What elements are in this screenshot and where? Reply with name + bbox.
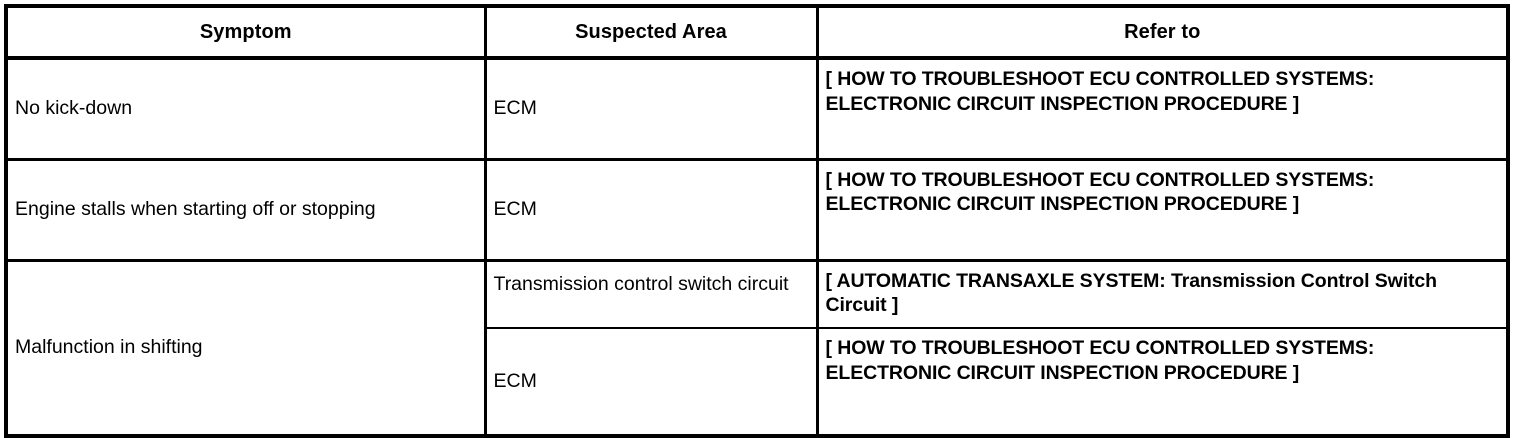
cell-suspected-area: ECM [483,157,817,260]
cell-suspected-area: ECM [483,56,817,159]
table-header: Symptom Suspected Area Refer to [6,6,1508,60]
column-header-refer-to: Refer to [815,6,1508,60]
table-row: Engine stalls when starting off or stopp… [6,157,1508,260]
cell-suspected-area: ECM [483,327,817,436]
table-row: ECM [ HOW TO TROUBLESHOOT ECU CONTROLLED… [6,327,1508,436]
cell-refer-to: [ HOW TO TROUBLESHOOT ECU CONTROLLED SYS… [815,56,1508,159]
table-body: No kick-down ECM [ HOW TO TROUBLESHOOT E… [6,56,1508,436]
cell-refer-to: [ AUTOMATIC TRANSAXLE SYSTEM: Transmissi… [815,258,1508,328]
header-row: Symptom Suspected Area Refer to [6,6,1508,60]
cell-suspected-area: Transmission control switch circuit [483,258,817,328]
column-header-symptom: Symptom [6,6,485,60]
cell-refer-to: [ HOW TO TROUBLESHOOT ECU CONTROLLED SYS… [815,327,1508,436]
table-row: No kick-down ECM [ HOW TO TROUBLESHOOT E… [6,56,1508,159]
cell-symptom: Malfunction in shifting [6,258,485,436]
column-header-suspected-area: Suspected Area [483,6,817,60]
cell-refer-to: [ HOW TO TROUBLESHOOT ECU CONTROLLED SYS… [815,157,1508,260]
symptom-troubleshooting-table: Symptom Suspected Area Refer to No kick-… [4,4,1510,438]
cell-symptom: No kick-down [6,56,485,159]
table-row: Malfunction in shifting Transmission con… [6,258,1508,436]
cell-symptom: Engine stalls when starting off or stopp… [6,157,485,260]
